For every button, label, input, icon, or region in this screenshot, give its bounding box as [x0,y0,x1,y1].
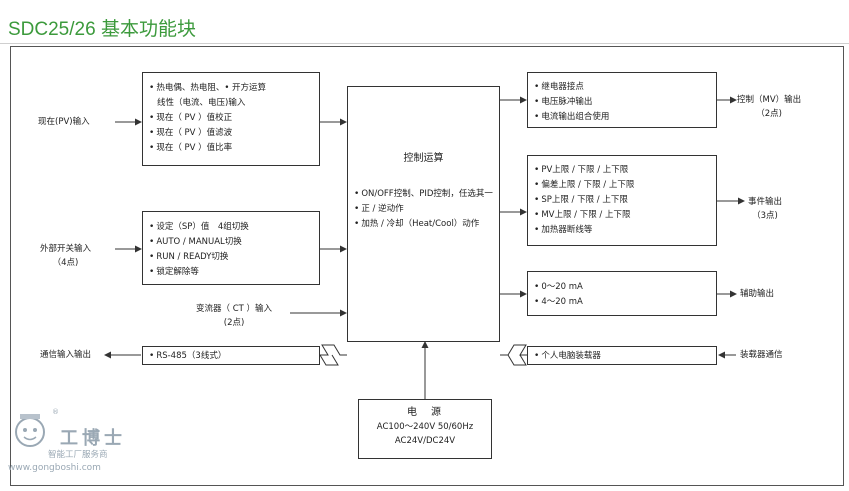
center-item: 加热 / 冷却（Heat/Cool）动作 [354,217,493,232]
ct-input-label-line2: (2点) [223,318,245,328]
aux-output-item: 0〜20 mA [534,280,716,295]
loader-item: 个人电脑装载器 [534,349,716,364]
aux-output-box: 0〜20 mA 4〜20 mA [527,271,717,316]
pv-item: 线性（电流、电压)输入 [157,98,246,108]
event-output-label-line1: 事件输出 [748,197,783,207]
watermark-tagline: 智能工厂服务商 [48,450,108,460]
external-switch-label: 外部开关输入 （4点) [40,242,91,270]
rs485-box: RS-485（3线式） [142,346,320,365]
aux-output-label: 辅助输出 [740,289,775,299]
control-computation-box: 控制运算 ON/OFF控制、PID控制，任选其一 正 / 逆动作 加热 / 冷却… [347,86,500,342]
registered-mark: ® [52,408,59,416]
aux-output-item: 4〜20 mA [534,295,716,310]
center-item: 正 / 逆动作 [354,202,493,217]
diagram-frame [10,46,844,486]
gongboshi-watermark: ® 工博士 智能工厂服务商 www.gongboshi.com [8,408,143,480]
page-title: SDC25/26 基本功能块 [8,19,196,40]
event-output-item: 加热器断线等 [534,223,716,238]
event-output-item: 偏差上限 / 下限 / 上下限 [534,178,716,193]
power-line1: AC100〜240V 50/60Hz [376,422,474,432]
control-computation-title: 控制运算 [403,153,444,164]
external-switch-box: 设定（SP）值 4组切换 AUTO / MANUAL切换 RUN / READY… [142,211,320,285]
loader-link [500,344,527,356]
rs485-item: RS-485（3线式） [149,349,319,364]
comm-link-2 [319,354,339,366]
pv-item: 热电偶、热电阻、• 开方运算 [149,81,319,96]
power-box: 电 源 AC100〜240V 50/60Hz AC24V/DC24V [358,399,492,459]
control-output-item: 电流输出组合使用 [534,110,716,125]
pv-item: 现在（ PV ）值校正 [149,111,319,126]
control-output-label-line2: （2点) [756,109,782,119]
control-output-label: 控制（MV）输出 （2点) [737,93,801,121]
external-item: 锁定解除等 [149,265,319,280]
event-output-box: PV上限 / 下限 / 上下限 偏差上限 / 下限 / 上下限 SP上限 / 下… [527,155,717,246]
external-switch-label-line1: 外部开关输入 [40,244,92,254]
loader-box: 个人电脑装载器 [527,346,717,365]
control-output-box: 继电器接点 电压脉冲输出 电流输出组合使用 [527,72,717,128]
comm-link [320,344,347,356]
external-switch-label-line2: （4点) [52,258,79,268]
pv-input-label: 现在(PV)输入 [38,117,90,127]
watermark-brand: 工博士 [60,428,126,449]
loader-comm-label: 装载器通信 [740,350,783,360]
comm-label: 通信输入输出 [40,350,92,360]
loader-link-2 [507,354,527,366]
event-output-item: MV上限 / 下限 / 上下限 [534,208,716,223]
control-output-label-line1: 控制（MV）输出 [737,95,802,105]
external-item: RUN / READY切换 [149,250,319,265]
event-output-label: 事件输出 （3点) [748,195,782,223]
control-output-item: 电压脉冲输出 [534,95,716,110]
pv-item: 现在（ PV ）值比率 [149,141,319,156]
event-output-item: PV上限 / 下限 / 上下限 [534,163,716,178]
external-item: AUTO / MANUAL切换 [149,235,319,250]
watermark-url: www.gongboshi.com [8,463,101,473]
ct-input-label-line1: 变流器（ CT ）输入 [196,304,273,314]
event-output-item: SP上限 / 下限 / 上下限 [534,193,716,208]
ct-input-label: 变流器（ CT ）输入 (2点) [196,302,272,330]
power-title: 电 源 [407,407,443,418]
title-divider [0,43,849,44]
center-item: ON/OFF控制、PID控制，任选其一 [354,187,493,202]
pv-item: 现在（ PV ）值滤波 [149,126,319,141]
event-output-label-line2: （3点) [752,211,778,221]
external-item: 设定（SP）值 4组切换 [149,220,319,235]
pv-input-box: 热电偶、热电阻、• 开方运算 线性（电流、电压)输入 现在（ PV ）值校正 现… [142,72,320,166]
mascot-logo-icon [15,414,45,447]
control-output-item: 继电器接点 [534,80,716,95]
power-line2: AC24V/DC24V [394,436,456,446]
